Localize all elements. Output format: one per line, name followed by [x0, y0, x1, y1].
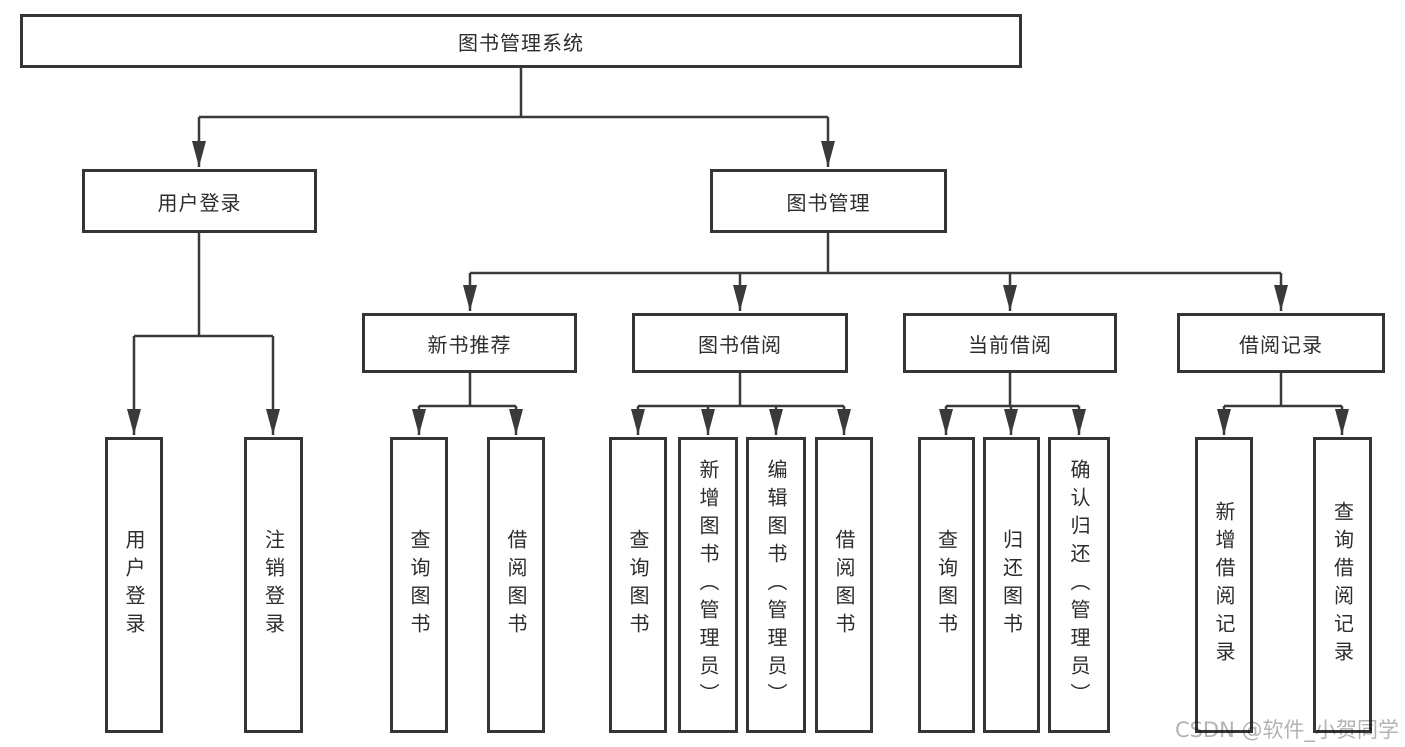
leaf-query-books-recommend: 查询图书: [390, 437, 448, 733]
node-book-management: 图书管理: [710, 169, 947, 233]
leaf-borrow-books: 借阅图书: [815, 437, 873, 733]
leaf-add-borrow-record: 新增借阅记录: [1195, 437, 1253, 733]
leaf-label: 查询图书: [626, 529, 650, 641]
node-current-borrowing: 当前借阅: [903, 313, 1117, 373]
node-label: 图书管理系统: [458, 30, 584, 55]
leaf-edit-books-admin: 编辑图书（管理员）: [746, 437, 806, 733]
connector-user-login-children: [127, 233, 280, 435]
leaf-query-books-borrowing: 查询图书: [609, 437, 667, 733]
leaf-label: 查询图书: [934, 529, 959, 641]
leaf-logout: 注销登录: [244, 437, 303, 733]
connector-borrowing-records-children: [1217, 373, 1349, 435]
leaf-label: 借阅图书: [504, 529, 528, 641]
connector-current-borrowing-children: [939, 373, 1086, 435]
connector-root-to-level2: [192, 68, 835, 167]
node-user-login: 用户登录: [82, 169, 317, 233]
node-borrowing-records: 借阅记录: [1177, 313, 1385, 373]
connector-new-book-recommend-children: [412, 373, 523, 435]
leaf-label: 查询借阅记录: [1330, 501, 1355, 669]
node-library-management-system: 图书管理系统: [20, 14, 1022, 68]
node-label: 当前借阅: [968, 332, 1052, 357]
leaf-label: 用户登录: [122, 529, 146, 641]
leaf-label: 确认归还（管理员）: [1067, 459, 1091, 711]
node-label: 图书借阅: [698, 332, 782, 357]
leaf-user-login: 用户登录: [105, 437, 163, 733]
node-book-borrowing: 图书借阅: [632, 313, 848, 373]
node-new-book-recommend: 新书推荐: [362, 313, 577, 373]
leaf-label: 查询图书: [407, 529, 431, 641]
leaf-borrow-books-recommend: 借阅图书: [487, 437, 545, 733]
leaf-confirm-return-admin: 确认归还（管理员）: [1048, 437, 1110, 733]
leaf-label: 新增借阅记录: [1212, 501, 1236, 669]
leaf-query-borrow-record: 查询借阅记录: [1313, 437, 1372, 733]
leaf-return-books: 归还图书: [983, 437, 1040, 733]
node-label: 新书推荐: [427, 332, 512, 357]
leaf-label: 编辑图书（管理员）: [764, 459, 788, 711]
node-label: 图书管理: [786, 190, 871, 215]
leaf-label: 注销登录: [261, 529, 286, 641]
connector-book-borrowing-children: [631, 373, 851, 435]
leaf-label: 借阅图书: [832, 529, 856, 641]
connector-book-management-children: [463, 233, 1288, 311]
leaf-add-books-admin: 新增图书（管理员）: [678, 437, 738, 733]
leaf-label: 归还图书: [999, 529, 1024, 641]
leaf-query-books-current: 查询图书: [918, 437, 975, 733]
watermark: CSDN @软件_小贺同学: [1174, 718, 1399, 742]
node-label: 用户登录: [157, 190, 242, 215]
node-label: 借阅记录: [1239, 332, 1323, 357]
leaf-label: 新增图书（管理员）: [696, 459, 720, 711]
